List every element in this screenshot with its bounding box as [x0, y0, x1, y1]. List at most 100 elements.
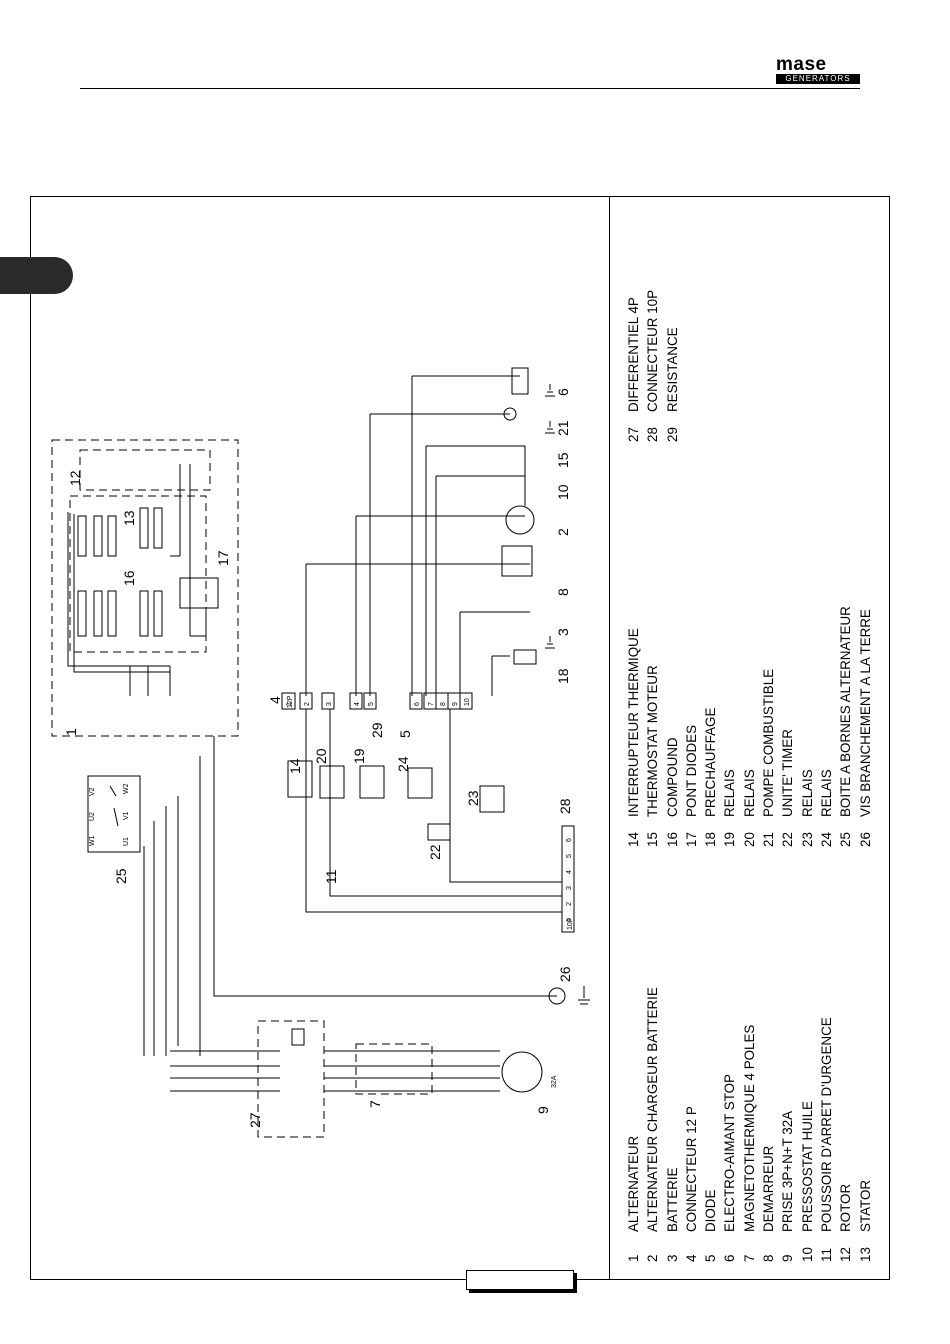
legend-item: 23RELAIS	[798, 606, 817, 847]
terminal-box-label: V2	[89, 787, 96, 796]
legend-item-number: 28	[645, 427, 661, 442]
stator-box	[69, 495, 207, 653]
legend-item-number: 5	[703, 1254, 719, 1262]
legend-item-number: 23	[799, 832, 815, 847]
legend-item: 29RESISTANCE	[663, 290, 682, 442]
legend-item-label: ROTOR	[838, 1183, 854, 1232]
rotor-box	[79, 449, 211, 491]
callout-11: 11	[323, 869, 339, 884]
grounds	[545, 384, 590, 1005]
callout-17: 17	[215, 550, 231, 566]
legend-item-number: 3	[664, 1254, 680, 1262]
earth-screw	[548, 987, 566, 1005]
callout-10: 10	[555, 484, 571, 500]
legend-item: 21 POMPE COMBUSTIBLE	[759, 606, 778, 847]
alternator-wiring	[67, 464, 207, 696]
legend-item: 9 PRISE 3P+N+T 32A	[778, 987, 797, 1262]
legend-item-label: POMPE COMBUSTIBLE	[761, 668, 777, 817]
callout-13: 13	[121, 510, 137, 526]
callout-22: 22	[427, 844, 443, 860]
callout-4: 4	[267, 696, 283, 704]
connector-12p-pin: 10	[464, 698, 471, 706]
legend-item-label: ELECTRO-AIMANT STOP	[722, 1074, 738, 1232]
legend-item: 12ROTOR	[836, 987, 855, 1262]
callout-20: 20	[313, 748, 329, 764]
legend-item-number: 25	[838, 832, 854, 847]
legend-item: 16COMPOUND	[663, 606, 682, 847]
legend-item-number: 2	[645, 1254, 661, 1262]
connector-12p-pin: 2	[304, 702, 311, 706]
page-number-box	[466, 1270, 574, 1290]
section-tab-marker	[0, 257, 73, 294]
connector-12p-pin: 7	[428, 702, 435, 706]
diode-bridge	[179, 577, 219, 609]
legend-item-number: 4	[683, 1254, 699, 1262]
legend-divider	[609, 196, 610, 1280]
legend-item-number: 21	[761, 832, 777, 847]
legend-item-label: PRISE 3P+N+T 32A	[780, 1110, 796, 1232]
callout-19: 19	[351, 748, 367, 764]
connector-12p-pin: 6	[414, 702, 421, 706]
header-rule	[80, 88, 860, 89]
legend-item-number: 9	[780, 1254, 796, 1262]
legend-item-label: MAGNETOTHERMIQUE 4 POLES	[741, 1024, 757, 1232]
legend-item-label: ALTERNATEUR CHARGEUR BATTERIE	[645, 987, 661, 1232]
legend-item: 5DIODE	[701, 987, 720, 1262]
legend-item: 28 CONNECTEUR 10P	[643, 290, 662, 442]
socket-32a	[501, 1051, 543, 1093]
callout-21: 21	[555, 420, 571, 436]
legend-item: 20 RELAIS	[740, 606, 759, 847]
legend-item: 19RELAIS	[720, 606, 739, 847]
connector-12p-label: 12P	[287, 695, 294, 708]
callout-6: 6	[555, 388, 571, 396]
legend-item-number: 22	[780, 832, 796, 847]
legend-item: 17PONT DIODES	[682, 606, 701, 847]
legend-item-number: 14	[626, 832, 641, 847]
diagram-frame	[30, 196, 890, 1280]
legend-item-label: STATOR	[857, 1179, 873, 1232]
legend-item: 3BATTERIE	[663, 987, 682, 1262]
connector-12p-pin: 4	[354, 702, 361, 706]
legend-item-number: 11	[818, 1248, 834, 1262]
legend-item-number: 13	[857, 1247, 873, 1262]
legend-item: 25BOITE A BORNES ALTERNATEUR	[836, 606, 855, 847]
connector-10p-label: 10P	[567, 917, 574, 930]
legend-item-label: POUSSOIR D'ARRET D'URGENCE	[818, 1017, 834, 1232]
legend-item: 18PRECHAUFFAGE	[701, 606, 720, 847]
legend-item-label: CONNECTEUR 10P	[645, 289, 661, 412]
breaker-7	[324, 1043, 500, 1095]
legend-item-label: DEMARREUR	[761, 1145, 777, 1232]
connector-10p-pin: 2	[566, 902, 573, 906]
connector-12p-pin: 9	[452, 702, 459, 706]
callout-15: 15	[555, 452, 571, 468]
legend-item-number: 18	[703, 832, 719, 847]
legend-item-label: RELAIS	[722, 769, 738, 817]
legend-item-label: DIFFERENTIEL 4P	[626, 297, 641, 412]
brand-subtitle: GENERATORS	[776, 74, 860, 84]
legend-item-number: 20	[741, 832, 757, 847]
brand-name: mase	[776, 54, 827, 75]
socket-rating: 32A	[551, 1075, 558, 1088]
connector-12p-pin: 5	[368, 702, 375, 706]
legend-item-label: VIS BRANCHEMENT A LA TERRE	[857, 609, 873, 817]
terminal-box-label: W2	[123, 783, 130, 794]
connector-10p-pin: 5	[566, 854, 573, 858]
connector-12p-pin: 1	[286, 702, 293, 706]
legend-item: 14INTERRUPTEUR THERMIQUE	[624, 606, 643, 847]
callout-18: 18	[555, 668, 571, 684]
wiring-schematic: 6 21 15 10 2 8 3 18 28 26 9 7 27 25 1 12…	[51, 367, 590, 1138]
brand-logo: mase GENERATORS	[772, 54, 860, 84]
legend-item-number: 7	[741, 1254, 757, 1262]
legend-item-label: RELAIS	[741, 769, 757, 817]
legend-item: 10PRESSOSTAT HUILE	[798, 987, 817, 1262]
engine-wiring	[305, 375, 562, 913]
legend-item: 2 ALTERNATEUR CHARGEUR BATTERIE	[643, 987, 662, 1262]
legend-item: 11 POUSSOIR D'ARRET D'URGENCE	[817, 987, 836, 1262]
legend-item: 4CONNECTEUR 12 P	[682, 987, 701, 1262]
legend-item: 7 MAGNETOTHERMIQUE 4 POLES	[740, 987, 759, 1262]
terminal-box-label: U1	[123, 837, 130, 846]
legend-item-number: 26	[857, 832, 873, 847]
legend-item: 24RELAIS	[817, 606, 836, 847]
